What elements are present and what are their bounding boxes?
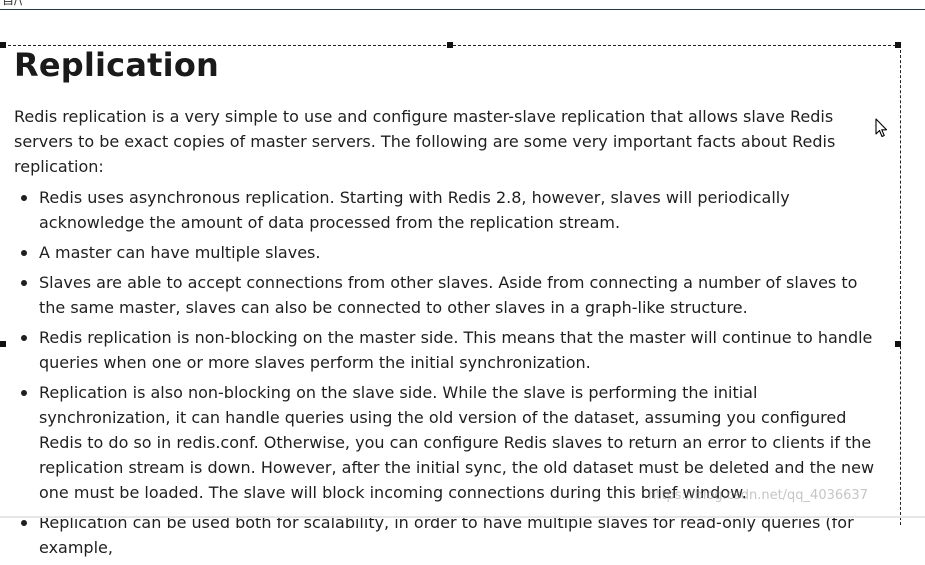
bullet-icon bbox=[21, 335, 27, 341]
bullet-icon bbox=[21, 195, 27, 201]
document-content: Replication Redis replication is a very … bbox=[14, 44, 884, 565]
bullet-icon bbox=[21, 250, 27, 256]
watermark-text: https://blog.csdn.net/qq_4036637 bbox=[648, 488, 868, 503]
top-window-strip: 自/\ bbox=[0, 0, 925, 10]
resize-handle-top-right[interactable] bbox=[895, 42, 901, 48]
intro-paragraph: Redis replication is a very simple to us… bbox=[14, 107, 836, 176]
list-item: Redis replication is non-blocking on the… bbox=[21, 325, 884, 375]
bullet-icon bbox=[21, 390, 27, 396]
list-item: Redis uses asynchronous replication. Sta… bbox=[21, 185, 884, 235]
list-item-text: Slaves are able to accept connections fr… bbox=[39, 273, 858, 317]
facts-list: Redis uses asynchronous replication. Sta… bbox=[14, 185, 884, 560]
list-item: A master can have multiple slaves. bbox=[21, 240, 884, 265]
bottom-divider bbox=[0, 516, 925, 518]
bullet-icon bbox=[21, 520, 27, 526]
resize-handle-right-middle[interactable] bbox=[895, 341, 901, 347]
list-item-text: Redis replication is non-blocking on the… bbox=[39, 328, 873, 372]
resize-handle-left-middle[interactable] bbox=[0, 341, 6, 347]
list-item-text: Replication is also non-blocking on the … bbox=[39, 383, 875, 502]
list-item-text: A master can have multiple slaves. bbox=[39, 243, 321, 262]
resize-handle-top-middle[interactable] bbox=[447, 42, 453, 48]
list-item: Replication is also non-blocking on the … bbox=[21, 380, 884, 505]
list-item: Slaves are able to accept connections fr… bbox=[21, 270, 884, 320]
arrow-cursor-icon bbox=[875, 118, 888, 138]
list-item-text: Redis uses asynchronous replication. Sta… bbox=[39, 188, 790, 232]
bullet-icon bbox=[21, 280, 27, 286]
top-strip-text: 自/\ bbox=[2, 0, 23, 7]
page-title: Replication bbox=[14, 46, 219, 84]
resize-handle-top-left[interactable] bbox=[0, 42, 6, 48]
list-item-text: Replication can be used both for scalabi… bbox=[39, 513, 854, 557]
